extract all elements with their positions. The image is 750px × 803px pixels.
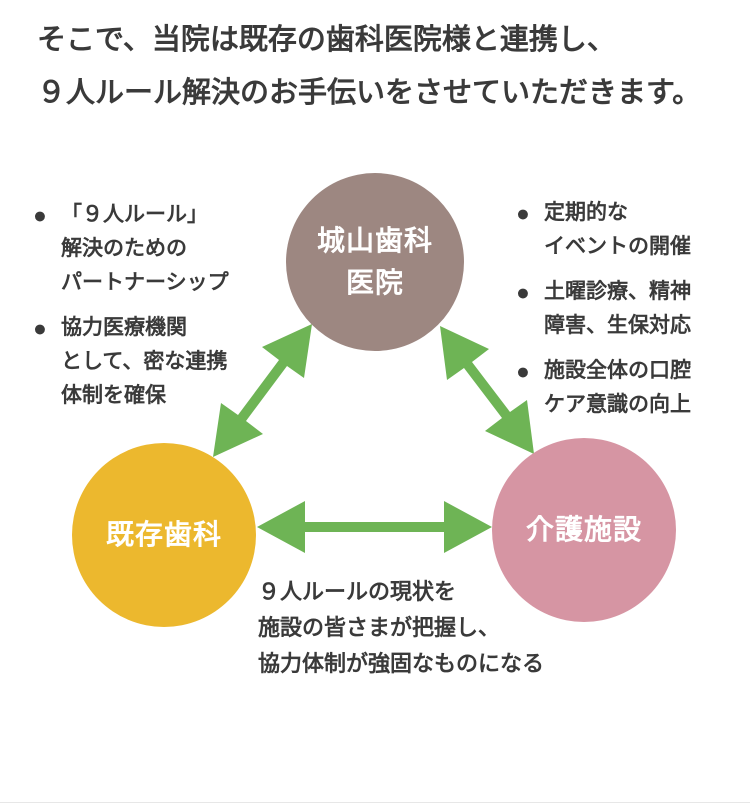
bullet-icon: ●	[33, 202, 47, 228]
note-line: 解決のための	[61, 237, 187, 260]
note-lines: 施設全体の口腔 ケア意識の向上	[544, 354, 691, 422]
bullet-icon: ●	[516, 358, 530, 384]
note-lines: 土曜診療、精神 障害、生保対応	[544, 275, 691, 343]
notes-clinic-existing: ● 「９人ルール」 解決のための パートナーシップ ● 協力医療機関 として、密…	[33, 198, 229, 413]
node-label-line-1: 城山歯科	[316, 225, 433, 256]
note-lines: 「９人ルール」 解決のための パートナーシップ	[61, 198, 229, 300]
node-label-line-2: 医院	[345, 267, 404, 298]
bullet-icon: ●	[516, 279, 530, 305]
note-item: ● 定期的な イベントの開催	[516, 196, 691, 264]
note-item: ● 協力医療機関 として、密な連携 体制を確保	[33, 311, 229, 413]
note-line: ９人ルールの現状を	[258, 579, 457, 604]
note-item: ● 「９人ルール」 解決のための パートナーシップ	[33, 198, 229, 300]
note-lines: 協力医療機関 として、密な連携 体制を確保	[61, 311, 227, 413]
note-line: パートナーシップ	[61, 271, 229, 294]
note-line: 土曜診療、精神	[544, 280, 691, 303]
note-item: ● 施設全体の口腔 ケア意識の向上	[516, 354, 691, 422]
note-line: 協力医療機関	[61, 316, 187, 339]
note-line: 協力体制が強固なものになる	[258, 651, 545, 676]
title-line-1: そこで、当院は既存の歯科医院様と連携し、	[37, 24, 616, 56]
node-label: 介護施設	[525, 514, 642, 545]
node-existing-dental: 既存歯科	[72, 443, 256, 627]
note-line: 「９人ルール」	[61, 203, 208, 226]
bullet-icon: ●	[516, 200, 530, 226]
notes-clinic-care: ● 定期的な イベントの開催 ● 土曜診療、精神 障害、生保対応 ● 施設全体の…	[516, 196, 691, 422]
note-item: ● 土曜診療、精神 障害、生保対応	[516, 275, 691, 343]
note-line: 施設全体の口腔	[544, 359, 691, 382]
note-line: 体制を確保	[61, 384, 166, 407]
title-line-2: ９人ルール解決のお手伝いをさせていただきます。	[37, 77, 702, 109]
node-label: 既存歯科	[105, 519, 222, 550]
note-lines: 定期的な イベントの開催	[544, 196, 691, 264]
note-line: ケア意識の向上	[544, 393, 691, 416]
arrow-existing-care-icon	[257, 501, 492, 553]
node-care-facility: 介護施設	[492, 438, 676, 622]
page-title: そこで、当院は既存の歯科医院様と連携し、 ９人ルール解決のお手伝いをさせていただ…	[37, 14, 701, 120]
note-line: 施設の皆さまが把握し、	[258, 615, 501, 640]
note-existing-care: ９人ルールの現状を 施設の皆さまが把握し、 協力体制が強固なものになる	[258, 574, 544, 682]
note-line: として、密な連携	[61, 350, 228, 373]
note-line: 定期的な	[544, 201, 628, 224]
bullet-icon: ●	[33, 315, 47, 341]
note-line: イベントの開催	[544, 235, 691, 258]
node-shiroyama-dental-clinic: 城山歯科 医院	[286, 173, 464, 351]
note-line: 障害、生保対応	[544, 314, 691, 337]
